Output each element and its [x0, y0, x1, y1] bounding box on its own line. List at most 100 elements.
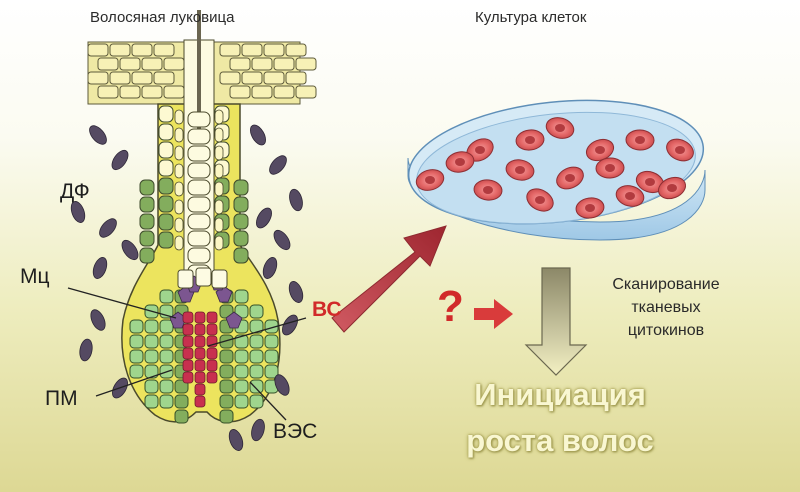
scan-line-2: тканевых: [631, 299, 701, 316]
fibroblast-cell: [99, 218, 117, 238]
inner-sheath-cell: [214, 145, 224, 161]
fibroblast-cell: [262, 257, 278, 279]
matrix-cell: [219, 409, 234, 424]
inner-sheath-cell: [214, 127, 224, 143]
epidermis-cell: [97, 85, 119, 99]
medulla-cell: [187, 128, 211, 145]
sheath-cell: [233, 213, 249, 230]
epidermis-cell: [163, 85, 185, 99]
matrix-cell: [249, 319, 264, 334]
matrix-cell: [219, 379, 234, 394]
epidermis-cell: [119, 85, 141, 99]
question-mark: ?: [437, 282, 464, 331]
papilla-cell: [206, 311, 218, 324]
fibroblast-cell: [273, 229, 291, 251]
matrix-cell: [129, 334, 144, 349]
epidermis-cell: [229, 85, 251, 99]
sheath-cells: [139, 105, 249, 281]
matrix-cell: [144, 319, 159, 334]
ves-pointer-line: [249, 381, 287, 421]
epidermis-cell: [219, 71, 241, 85]
cell-nucleus: [605, 164, 615, 172]
bulb-title: Волосяная луковица: [90, 9, 235, 26]
inner-sheath-cell: [174, 145, 184, 161]
matrix-cell: [264, 334, 279, 349]
cell-nucleus: [565, 174, 575, 182]
cell-nucleus: [455, 158, 465, 166]
matrix-cell: [234, 349, 249, 364]
papilla-cell: [206, 347, 218, 360]
papilla-cell: [194, 311, 206, 324]
medulla-cell: [187, 111, 211, 128]
matrix-cell: [144, 379, 159, 394]
cell-nucleus: [595, 146, 605, 154]
epidermis-cell: [119, 57, 141, 71]
sheath-cell: [139, 247, 155, 264]
matrix-cell: [129, 349, 144, 364]
inner-sheath-cell: [174, 217, 184, 233]
scan-line-1: Сканирование: [612, 276, 720, 293]
fibroblast-cell: [92, 257, 108, 279]
cell-nucleus: [425, 176, 435, 184]
sheath-cell: [158, 123, 174, 141]
matrix-cell: [129, 319, 144, 334]
inner-sheath-cell: [174, 163, 184, 179]
matrix-cell: [234, 379, 249, 394]
cell-nucleus: [675, 146, 685, 154]
epidermis-cell: [241, 71, 263, 85]
fibroblast-cell: [250, 124, 266, 146]
sheath-cell: [158, 105, 174, 123]
papilla-cell: [182, 311, 194, 324]
matrix-cell: [219, 394, 234, 409]
cell-nucleus: [625, 192, 635, 200]
epidermis-cell: [251, 57, 273, 71]
fibroblast-cell: [282, 314, 298, 336]
matrix-cell: [249, 334, 264, 349]
inner-sheath-cell: [214, 181, 224, 197]
culture-cells: [415, 117, 694, 219]
mc-pointer-line: [67, 287, 177, 319]
fibroblast-cell: [89, 125, 107, 145]
papilla-cell: [182, 347, 194, 360]
medulla-cell: [187, 247, 211, 264]
papilla-cell: [206, 371, 218, 384]
papilla-cell: [194, 347, 206, 360]
sheath-cell: [139, 230, 155, 247]
epidermis-cell: [295, 57, 317, 71]
matrix-cell: [249, 379, 264, 394]
culture-title: Культура клеток: [475, 9, 587, 26]
inner-sheath-cell: [214, 235, 224, 251]
initiation-text: Инициация роста волос: [435, 372, 685, 464]
matrix-cell: [159, 319, 174, 334]
papilla-cell: [206, 323, 218, 336]
fibroblast-cell: [288, 281, 304, 303]
fibroblast-cell: [251, 418, 265, 442]
epidermis-cell: [163, 57, 185, 71]
dermal-fibroblast-cells: [70, 124, 304, 451]
epidermis-cell: [273, 57, 295, 71]
down-arrow: [524, 267, 588, 376]
epidermis-cell: [97, 57, 119, 71]
matrix-cell: [144, 394, 159, 409]
epidermis-cell: [153, 71, 175, 85]
dermal-papilla-cells: [182, 311, 218, 408]
hair-bulb-illustration: [67, 10, 317, 451]
matrix-cell: [234, 394, 249, 409]
papilla-cell: [182, 323, 194, 336]
matrix-cell: [264, 364, 279, 379]
matrix-cell: [144, 334, 159, 349]
inner-sheath-cell: [174, 235, 184, 251]
right-arrow-icon: [474, 299, 513, 329]
sheath-cell: [158, 231, 174, 249]
cell-nucleus: [525, 136, 535, 144]
matrix-cell: [249, 394, 264, 409]
fibroblast-cell: [289, 188, 303, 212]
epidermis-cell: [241, 43, 263, 57]
matrix-cell: [249, 304, 264, 319]
sheath-cell: [233, 247, 249, 264]
matrix-cell: [144, 364, 159, 379]
epidermis-cell: [295, 85, 317, 99]
epidermis-cell: [131, 43, 153, 57]
matrix-cell: [234, 334, 249, 349]
